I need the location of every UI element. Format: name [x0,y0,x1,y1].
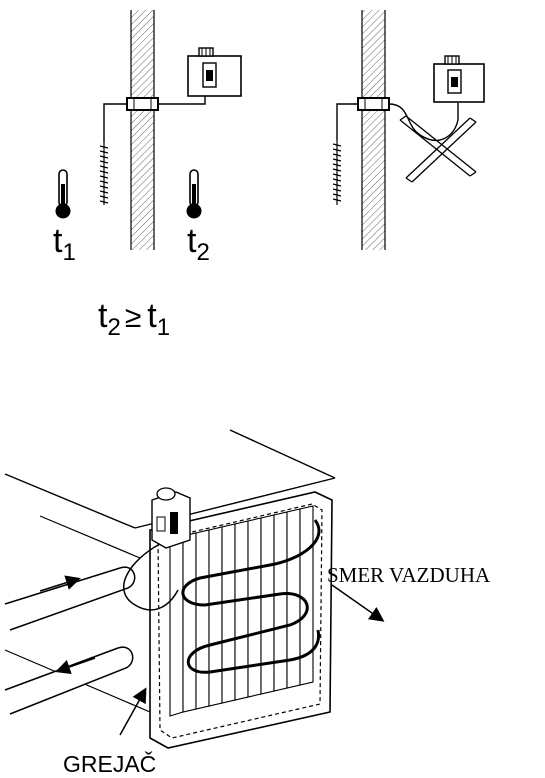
capillary-bottom [122,543,179,611]
thermostat-box-icon [151,487,191,549]
capillary-loop-right [388,103,459,141]
evaporator-fins [169,505,314,717]
pipes [4,566,136,715]
wall-right [362,10,385,250]
sensor-coil-left [99,142,109,205]
thermostat-box-icon [433,55,485,103]
cross-out-icon [399,115,477,183]
label-t2: t2 [187,222,210,266]
relation-label: t2≥t1 [98,297,170,341]
panel-wrong-mounting [332,10,485,250]
thermometer-icon [186,169,202,219]
wall-grommet-left [126,97,159,111]
airflow-label: SMER VAZDUHA [327,563,491,587]
heater-coil [181,519,321,674]
heater-label: GREJAČ [63,750,156,777]
panel-correct-mounting: t1 t2 [53,10,242,266]
label-t1: t1 [53,222,76,266]
thermostat-box-icon [187,47,242,97]
wall-grommet-right [357,97,390,111]
evaporator-illustration [4,429,385,749]
arrow-icon [119,687,147,736]
capillary-right [336,103,358,140]
thermometer-icon [55,169,71,219]
wall-left [131,10,154,250]
sensor-coil-right [332,140,342,205]
arrow-icon [331,584,385,622]
